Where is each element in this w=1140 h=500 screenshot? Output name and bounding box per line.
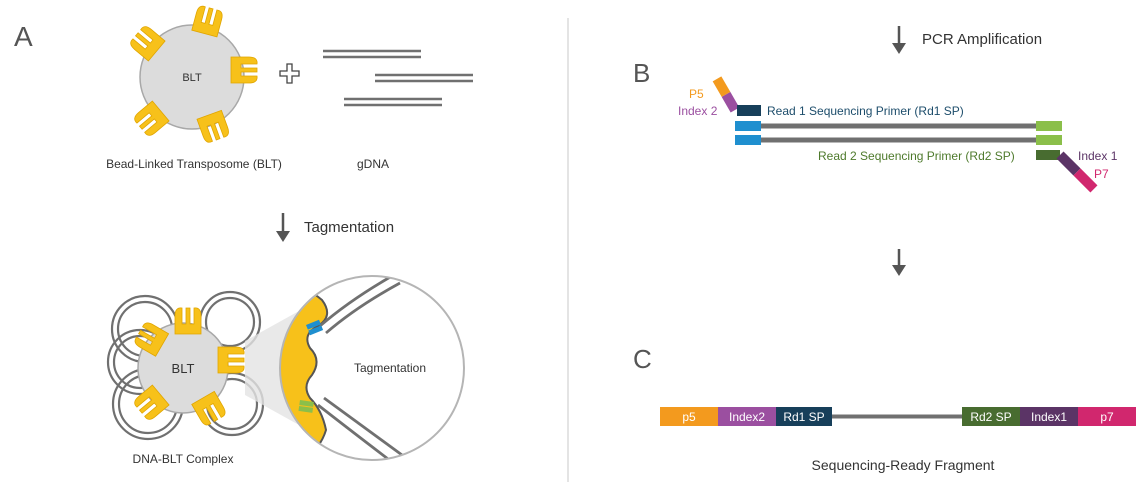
index2-block-label: Index2 bbox=[729, 410, 765, 424]
read1-primer-label: Read 1 Sequencing Primer (Rd1 SP) bbox=[767, 104, 964, 118]
bead-label: BLT bbox=[182, 72, 202, 84]
index2-label: Index 2 bbox=[678, 104, 718, 118]
index2-block bbox=[718, 407, 776, 426]
rd2-sp-segment bbox=[1036, 150, 1060, 160]
p5-block-label: p5 bbox=[682, 410, 696, 424]
p5-block bbox=[660, 407, 718, 426]
index1-block-label: Index1 bbox=[1031, 410, 1067, 424]
complex-label: BLT bbox=[172, 361, 195, 376]
bead-linked-transposome: BLT bbox=[127, 4, 258, 145]
panel-c-label: C bbox=[633, 344, 652, 374]
rd2-sp-block bbox=[962, 407, 1020, 426]
index1-block bbox=[1020, 407, 1078, 426]
rd2-block-label: Rd2 SP bbox=[970, 410, 1011, 424]
p7-block bbox=[1078, 407, 1136, 426]
p7-block-label: p7 bbox=[1100, 410, 1114, 424]
amplified-fragment bbox=[712, 76, 1098, 193]
rd1-sp-block bbox=[776, 407, 832, 426]
zoom-label: Tagmentation bbox=[354, 361, 426, 375]
bead-caption: Bead-Linked Transposome (BLT) bbox=[106, 157, 282, 171]
tagmentation-zoom: Tagmentation bbox=[279, 275, 465, 461]
index1-segment bbox=[1056, 151, 1081, 176]
dna-blt-complex: BLT bbox=[106, 290, 265, 441]
read2-primer-label: Read 2 Sequencing Primer (Rd2 SP) bbox=[818, 149, 1015, 163]
read-primer-bottom bbox=[735, 135, 761, 145]
p5-segment bbox=[712, 76, 731, 97]
complex-caption: DNA-BLT Complex bbox=[133, 452, 234, 466]
rd1-block-label: Rd1 SP bbox=[783, 410, 824, 424]
read2-primer-bottom bbox=[1036, 135, 1062, 145]
p7-label: P7 bbox=[1094, 167, 1109, 181]
pcr-step-label: PCR Amplification bbox=[922, 31, 1042, 48]
rd1-sp-segment bbox=[737, 105, 761, 116]
down-arrow-icon bbox=[892, 26, 906, 54]
down-arrow-icon bbox=[892, 249, 906, 276]
tagmentation-step-label: Tagmentation bbox=[304, 219, 394, 236]
plus-icon bbox=[279, 63, 300, 84]
gdna-caption: gDNA bbox=[357, 157, 389, 171]
index2-segment bbox=[721, 91, 740, 113]
index1-label: Index 1 bbox=[1078, 149, 1118, 163]
read-primer-top bbox=[735, 121, 761, 131]
p7-segment bbox=[1073, 168, 1098, 193]
gdna-fragments bbox=[323, 49, 473, 107]
p5-label: P5 bbox=[689, 87, 704, 101]
read2-primer-top bbox=[1036, 121, 1062, 131]
panel-b-label: B bbox=[633, 58, 650, 88]
fragment-caption: Sequencing-Ready Fragment bbox=[812, 457, 995, 473]
sequencing-ready-fragment: p5 Index2 Rd1 SP Rd2 SP Index1 p7 bbox=[660, 407, 1136, 426]
down-arrow-icon bbox=[276, 213, 290, 242]
panel-a-label: A bbox=[14, 21, 33, 52]
